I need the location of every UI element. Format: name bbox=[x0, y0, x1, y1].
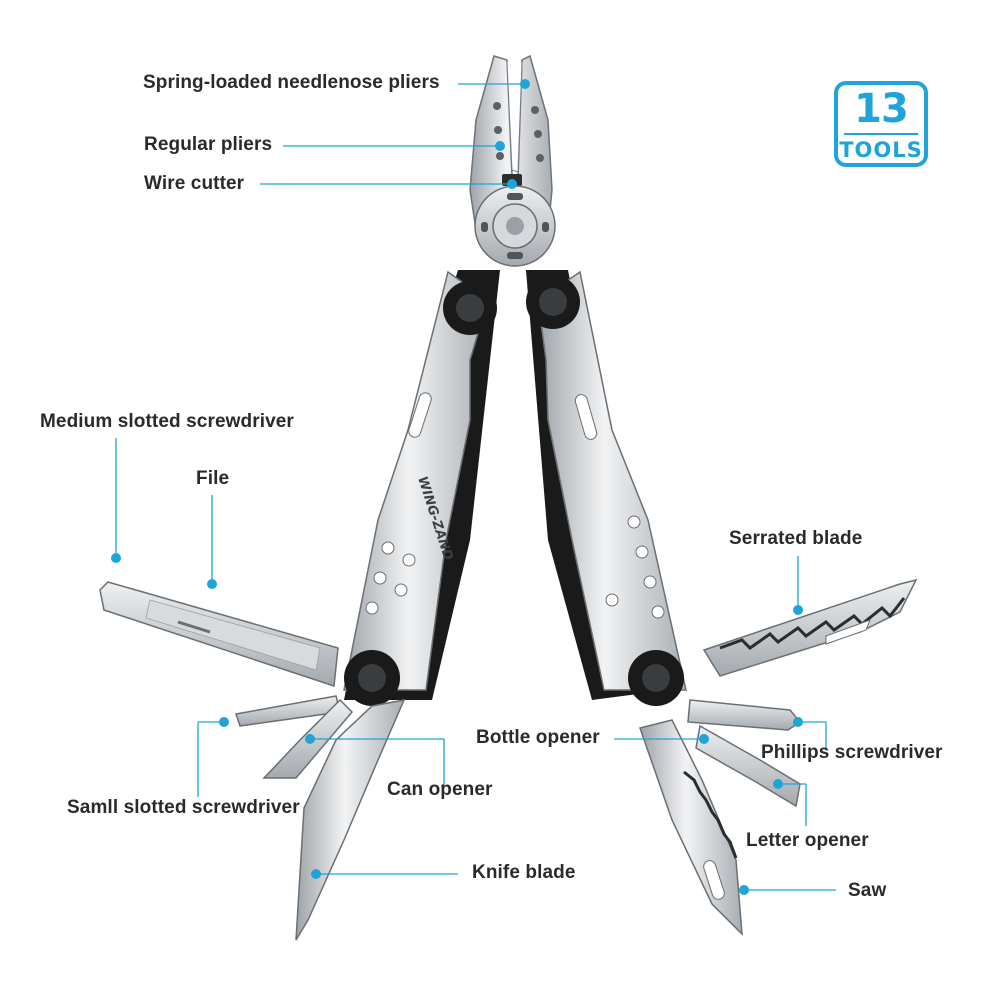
right-tools bbox=[639, 578, 918, 936]
label-can-opener: Can opener bbox=[387, 779, 493, 800]
badge-divider bbox=[844, 133, 918, 135]
label-needlenose-pliers: Spring-loaded needlenose pliers bbox=[143, 72, 440, 93]
label-wire-cutter: Wire cutter bbox=[144, 173, 245, 194]
label-file: File bbox=[196, 468, 230, 489]
tool-count-badge: 13 TOOLS bbox=[834, 81, 928, 167]
leader-dots bbox=[111, 79, 803, 895]
label-saw: Saw bbox=[848, 880, 887, 901]
label-medium-slotted-screwdriver: Medium slotted screwdriver bbox=[40, 411, 294, 432]
label-knife-blade: Knife blade bbox=[472, 862, 576, 883]
right-handle bbox=[526, 270, 687, 706]
label-regular-pliers: Regular pliers bbox=[144, 134, 273, 155]
label-bottle-opener: Bottle opener bbox=[476, 727, 600, 748]
label-letter-opener: Letter opener bbox=[746, 830, 869, 851]
label-serrated-blade: Serrated blade bbox=[729, 528, 863, 549]
label-small-slotted-screwdriver: Samll slotted screwdriver bbox=[67, 797, 300, 818]
tool-count-number: 13 bbox=[854, 86, 909, 132]
pliers-head bbox=[469, 54, 556, 267]
left-handle bbox=[343, 270, 500, 706]
label-phillips-screwdriver: Phillips screwdriver bbox=[761, 742, 943, 763]
leader-lines bbox=[115, 83, 836, 891]
tool-count-word: TOOLS bbox=[839, 138, 923, 162]
